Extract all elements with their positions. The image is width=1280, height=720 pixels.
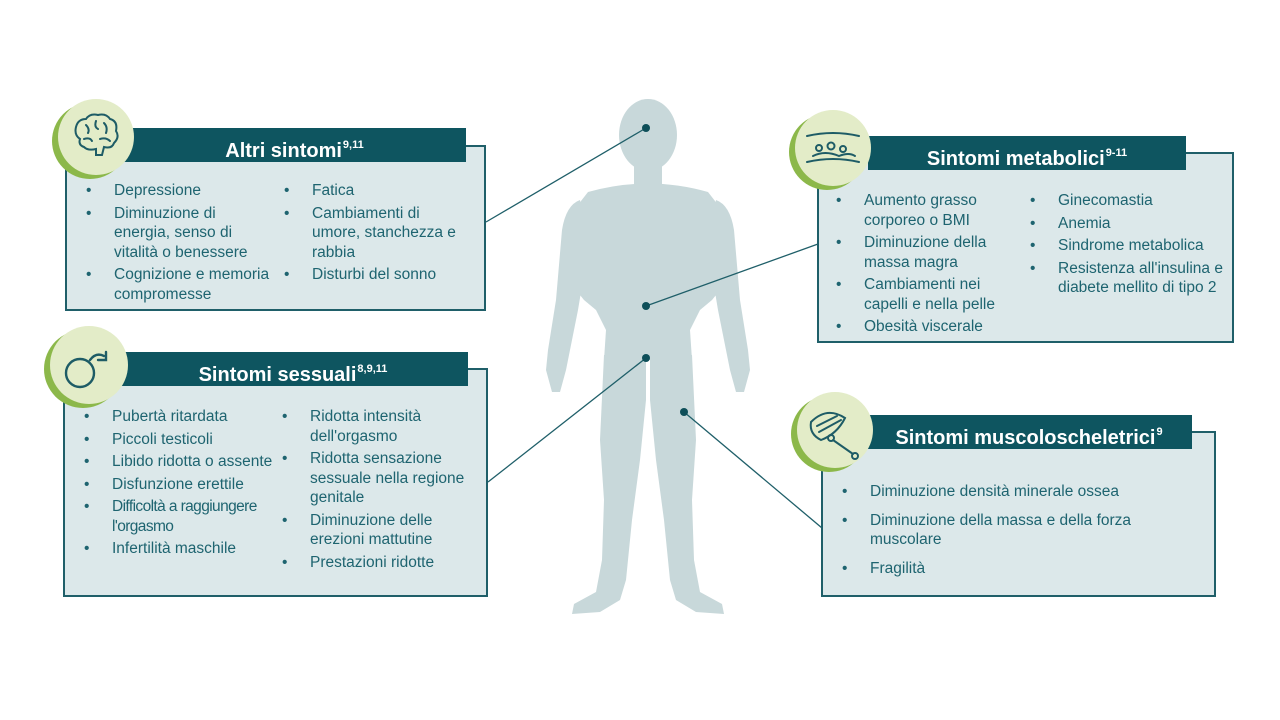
list-item: Cambiamenti nei capelli e nella pelle [834,275,1026,314]
connector-metabolici [645,243,819,307]
panel-sessuali-right-list: Ridotta intensità dell'orgasmo Ridotta s… [280,407,480,575]
dot-head [642,124,650,132]
panel-altri-header: Altri sintomi9,11 [123,128,466,162]
list-item: Diminuzione della massa e della forza mu… [840,511,1200,550]
panel-sessuali-superscript: 8,9,11 [357,363,388,375]
connector-sessuali [487,357,647,483]
list-item: Prestazioni ridotte [280,553,480,573]
list-item: Piccoli testicoli [82,430,278,450]
list-item: Cognizione e memoria compromesse [84,265,274,304]
panel-metabolici-header: Sintomi metabolici9-11 [868,136,1186,170]
list-item: Ginecomastia [1028,191,1228,211]
list-item: Diminuzione di energia, senso di vitalit… [84,204,274,263]
list-item: Diminuzione della massa magra [834,233,1026,272]
list-item: Fatica [282,181,472,201]
panel-muscolo-superscript: 9 [1156,426,1163,438]
panel-sessuali-left-list: Pubertà ritardata Piccoli testicoli Libi… [82,407,278,562]
panel-metabolici-right-list: Ginecomastia Anemia Sindrome metabolica … [1028,191,1228,301]
list-item: Sindrome metabolica [1028,236,1228,256]
list-item: Pubertà ritardata [82,407,278,427]
panel-metabolici-left-list: Aumento grasso corporeo o BMI Diminuzion… [834,191,1026,340]
list-item: Difficoltà a raggiungere l'orgasmo [82,497,278,536]
panel-altri-title: Altri sintomi [225,140,342,162]
connector-muscolo [683,411,823,529]
panel-altri-right-list: Fatica Cambiamenti di umore, stanchezza … [282,181,472,288]
panel-metabolici-superscript: 9-11 [1105,147,1128,159]
list-item: Anemia [1028,214,1228,234]
list-item: Libido ridotta o assente [82,452,278,472]
muscle-bone-icon [797,392,873,468]
blood-vessel-icon [795,110,871,186]
panel-muscolo-title: Sintomi muscoloscheletrici [895,427,1156,449]
list-item: Aumento grasso corporeo o BMI [834,191,1026,230]
list-item: Disfunzione erettile [82,475,278,495]
panel-altri-left-list: Depressione Diminuzione di energia, sens… [84,181,274,307]
brain-icon [58,99,134,175]
list-item: Ridotta sensazione sessuale nella region… [280,449,480,508]
dot-thigh [680,408,688,416]
list-item: Infertilità maschile [82,539,278,559]
list-item: Disturbi del sonno [282,265,472,285]
list-item: Cambiamenti di umore, stanchezza e rabbi… [282,204,472,263]
list-item: Obesità viscerale [834,317,1026,337]
panel-sessuali-title: Sintomi sessuali [198,364,357,386]
list-item: Fragilità [840,559,1200,579]
panel-altri-superscript: 9,11 [342,139,364,151]
list-item: Ridotta intensità dell'orgasmo [280,407,480,446]
list-item: Resistenza all'insulina e diabete mellit… [1028,259,1228,298]
panel-muscolo-header: Sintomi muscoloscheletrici9 [866,415,1192,449]
list-item: Diminuzione densità minerale ossea [840,482,1200,502]
panel-muscolo-list: Diminuzione densità minerale ossea Dimin… [840,482,1200,581]
list-item: Diminuzione delle erezioni mattutine [280,511,480,550]
panel-sessuali-header: Sintomi sessuali8,9,11 [118,352,468,386]
male-symbol-icon [50,326,128,404]
connector-altri [485,127,647,223]
panel-metabolici-title: Sintomi metabolici [926,148,1105,170]
silhouette-shape [546,99,750,614]
list-item: Depressione [84,181,274,201]
dot-abdomen [642,302,650,310]
dot-groin [642,354,650,362]
